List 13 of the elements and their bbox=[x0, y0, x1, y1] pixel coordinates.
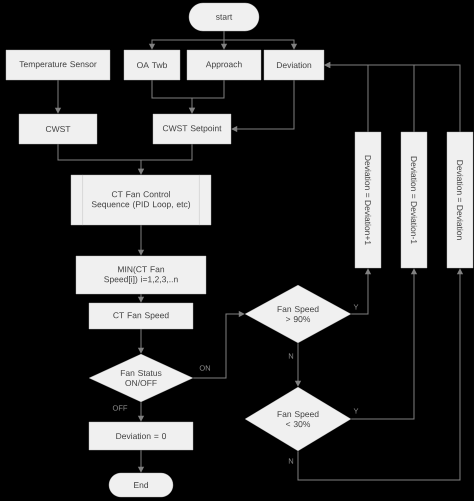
process-box: OA Twb bbox=[124, 50, 180, 80]
predefined-process-box: CT Fan Control Sequence (PID Loop, etc) bbox=[70, 174, 212, 226]
process-box: Deviation = 0 bbox=[88, 422, 194, 450]
process-box: CT Fan Speed bbox=[88, 302, 194, 330]
process-box: CWST Setpoint bbox=[152, 114, 232, 144]
process-box: MIN(CT Fan Speed[i]) i=1,2,3,..n bbox=[76, 256, 206, 294]
process-box: Temperature Sensor bbox=[6, 50, 110, 80]
process-box: Approach bbox=[186, 50, 262, 80]
process-box: Deviation = Deviation+1 bbox=[354, 132, 382, 268]
process-box: Deviation bbox=[264, 50, 324, 80]
process-box: Deviation = Deviation-1 bbox=[400, 132, 428, 268]
process-box: Deviation = Deviation bbox=[446, 132, 474, 268]
process-box: CWST bbox=[18, 114, 98, 144]
